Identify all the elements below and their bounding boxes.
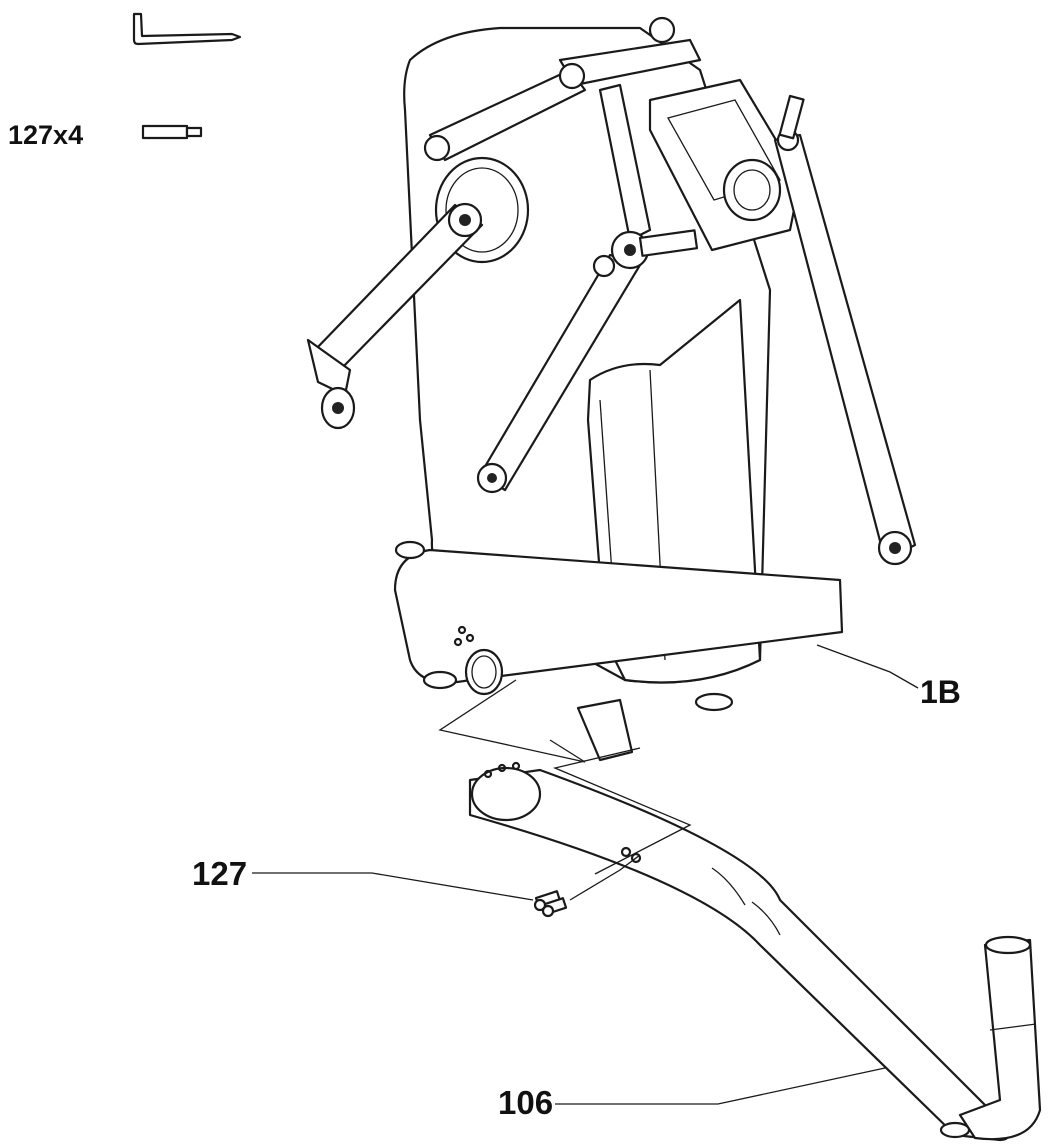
leader-line-127: [252, 872, 534, 901]
callout-106: 106: [498, 1084, 554, 1121]
main-frame: [306, 16, 917, 762]
stabilizer-tube: [468, 761, 1042, 1142]
leader-line-1b: [816, 644, 919, 689]
bolt-icon: [141, 124, 203, 140]
allen-key-icon: [132, 12, 242, 46]
assembly-guide-lines: [438, 679, 692, 901]
callout-127: 127: [192, 855, 248, 892]
bolt-quantity-label: 127x4: [8, 120, 84, 150]
bolts-127: [533, 890, 568, 918]
leader-line-106: [555, 1067, 886, 1105]
callout-1b: 1B: [920, 674, 961, 710]
